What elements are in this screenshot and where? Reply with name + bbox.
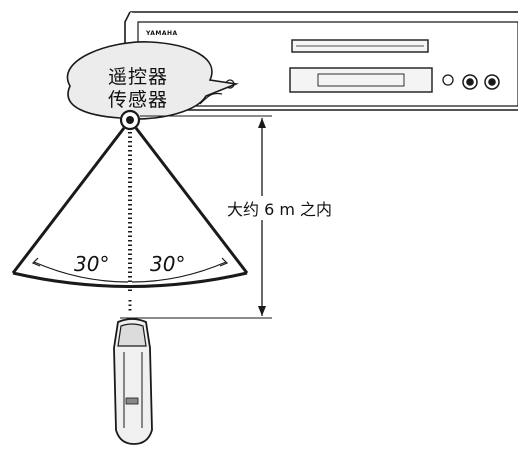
sensor-label-line1: 遥控器 <box>108 66 169 88</box>
display-window <box>289 67 433 93</box>
angle-label-right: 30° <box>150 252 186 276</box>
sensor-label-line2: 传感器 <box>108 89 169 111</box>
sensor-point <box>119 109 141 131</box>
angle-label-left: 30° <box>74 252 110 276</box>
reception-cone <box>11 127 249 288</box>
jack-2 <box>484 74 500 90</box>
sensor-callout <box>66 41 240 120</box>
jack-1 <box>462 74 478 90</box>
power-button <box>442 74 454 86</box>
remote-control <box>113 318 153 445</box>
distance-label: 大约 6 m 之内 <box>225 196 335 220</box>
brand-logo-text: YAMAHA <box>146 30 178 37</box>
